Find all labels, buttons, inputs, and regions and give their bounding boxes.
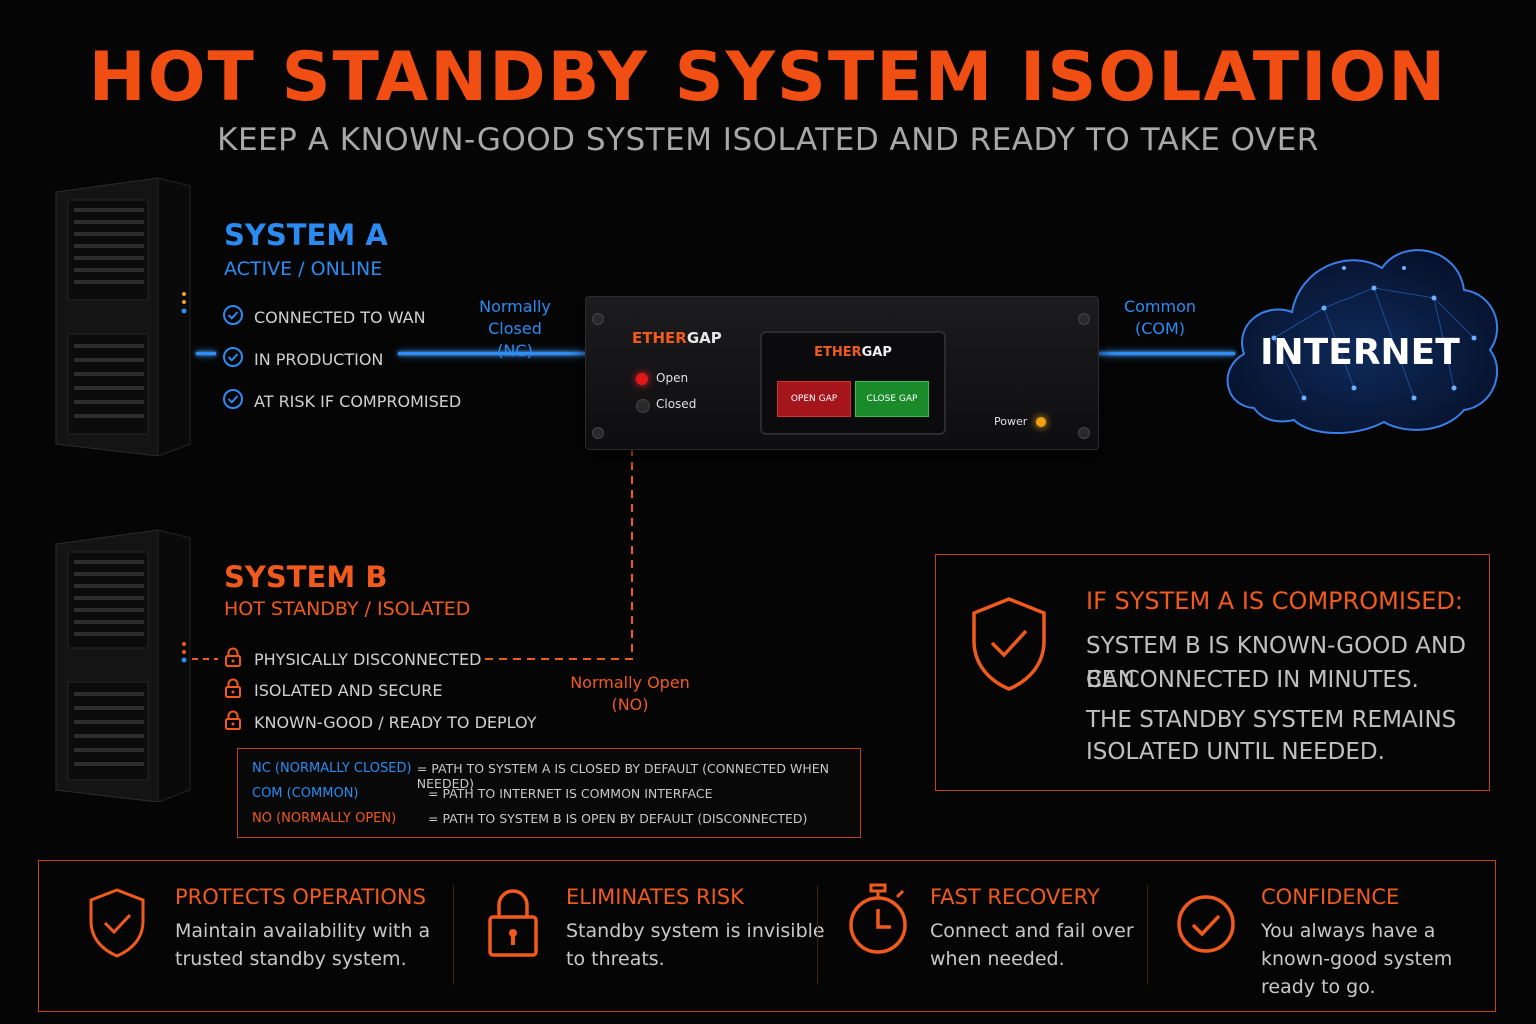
system-a-item: CONNECTED TO WAN — [222, 304, 426, 330]
feature-text: You always have a — [1261, 920, 1436, 942]
feature-text: ready to go. — [1261, 976, 1376, 998]
internet-cloud-icon: INTERNET — [1214, 228, 1506, 442]
feature-text: when needed. — [930, 948, 1065, 970]
no-port-label: Normally Open (NO) — [560, 672, 700, 716]
open-led-label: Open — [656, 371, 689, 385]
nc-label: Normally Closed — [479, 297, 551, 338]
info-text-3: THE STANDBY SYSTEM REMAINS — [1086, 707, 1457, 733]
system-b-item-label: ISOLATED AND SECURE — [254, 680, 443, 700]
system-a-connection-line — [196, 352, 216, 355]
system-a-item: AT RISK IF COMPROMISED — [222, 388, 461, 414]
padlock-icon — [485, 885, 541, 963]
system-b-name: SYSTEM B — [224, 560, 388, 594]
info-title: IF SYSTEM A IS COMPROMISED: — [1086, 587, 1463, 615]
nc-connection-line — [398, 352, 586, 355]
shield-check-icon — [87, 887, 147, 963]
check-circle-icon — [222, 304, 244, 330]
legend-key: COM (COMMON) — [252, 786, 359, 801]
stopwatch-icon — [845, 883, 911, 961]
nc-abbr: (NC) — [497, 341, 533, 360]
rack-screw — [592, 427, 604, 439]
no-label: Normally Open — [570, 673, 690, 692]
ethergap-device: ETHERGAP Open Closed ETHERGAP OPEN GAP C… — [585, 296, 1099, 450]
feature-divider — [1147, 885, 1148, 985]
com-connection-line — [1097, 352, 1235, 355]
legend-row: NC (NORMALLY CLOSED) = PATH TO SYSTEM A … — [252, 761, 860, 791]
internet-label: INTERNET — [1260, 332, 1460, 373]
open-gap-button[interactable]: OPEN GAP — [777, 381, 851, 417]
features-panel: PROTECTS OPERATIONS Maintain availabilit… — [38, 860, 1496, 1012]
no-connection-line — [192, 448, 633, 660]
no-abbr: (NO) — [611, 695, 649, 714]
legend-row: NO (NORMALLY OPEN) = PATH TO SYSTEM B IS… — [252, 811, 807, 826]
system-b-item: PHYSICALLY DISCONNECTED — [222, 646, 481, 672]
device-brand-part-a: ETHER — [632, 329, 687, 347]
feature-title: FAST RECOVERY — [930, 885, 1100, 909]
nc-port-label: Normally Closed (NC) — [450, 296, 580, 362]
legend-value: = PATH TO INTERNET IS COMMON INTERFACE — [428, 786, 713, 801]
feature-text: Standby system is invisible — [566, 920, 825, 942]
system-a-status: ACTIVE / ONLINE — [224, 258, 383, 280]
padlock-icon — [222, 646, 244, 672]
system-a-item: IN PRODUCTION — [222, 346, 383, 372]
system-a-item-label: CONNECTED TO WAN — [254, 307, 426, 327]
info-text-4: ISOLATED UNTIL NEEDED. — [1086, 739, 1385, 765]
closed-led-icon — [636, 399, 650, 413]
port-legend: NC (NORMALLY CLOSED) = PATH TO SYSTEM A … — [237, 748, 861, 838]
system-b-item: KNOWN-GOOD / READY TO DEPLOY — [222, 709, 537, 735]
rack-screw — [1078, 427, 1090, 439]
feature-text: to threats. — [566, 948, 665, 970]
legend-value: = PATH TO SYSTEM A IS CLOSED BY DEFAULT … — [416, 761, 829, 791]
screen-brand: ETHERGAP — [762, 345, 944, 360]
system-a-item-label: AT RISK IF COMPROMISED — [254, 391, 462, 411]
page-title: HOT STANDBY SYSTEM ISOLATION — [88, 38, 1448, 117]
feature-text: Connect and fail over — [930, 920, 1134, 942]
closed-led-label: Closed — [656, 397, 697, 411]
power-led-icon — [1036, 417, 1046, 427]
info-text-2: BE CONNECTED IN MINUTES. — [1086, 667, 1419, 693]
info-text-1: SYSTEM B IS KNOWN-GOOD AND CAN — [1086, 633, 1466, 693]
compromise-info-box: IF SYSTEM A IS COMPROMISED: SYSTEM B IS … — [935, 554, 1490, 791]
padlock-icon — [222, 709, 244, 735]
com-port-label: Common (COM) — [1110, 296, 1210, 340]
device-brand: ETHERGAP — [632, 329, 722, 347]
feature-divider — [453, 885, 454, 985]
legend-value: = PATH TO SYSTEM B IS OPEN BY DEFAULT (D… — [428, 811, 808, 826]
check-circle-icon — [1175, 893, 1237, 959]
rack-screw — [1078, 313, 1090, 325]
close-gap-button[interactable]: CLOSE GAP — [855, 381, 929, 417]
feature-divider — [817, 885, 818, 985]
open-led-icon — [636, 373, 648, 385]
com-abbr: (COM) — [1134, 319, 1186, 338]
screen-brand-part-a: ETHER — [814, 345, 862, 360]
shield-check-icon — [968, 595, 1050, 697]
power-label: Power — [994, 415, 1028, 428]
screen-brand-part-b: GAP — [861, 345, 892, 360]
com-label: Common — [1123, 297, 1197, 316]
device-brand-part-b: GAP — [686, 329, 722, 347]
check-circle-icon — [222, 388, 244, 414]
system-b-item-label: KNOWN-GOOD / READY TO DEPLOY — [254, 712, 537, 732]
system-a-server-icon — [48, 174, 198, 457]
feature-text: known-good system — [1261, 948, 1453, 970]
page-subtitle: KEEP A KNOWN-GOOD SYSTEM ISOLATED AND RE… — [217, 122, 1319, 158]
system-b-status: HOT STANDBY / ISOLATED — [224, 598, 471, 620]
feature-text: Maintain availability with a — [175, 920, 431, 942]
padlock-icon — [222, 677, 244, 703]
system-a-name: SYSTEM A — [224, 218, 388, 252]
feature-title: PROTECTS OPERATIONS — [175, 885, 426, 909]
rack-screw — [592, 313, 604, 325]
system-a-item-label: IN PRODUCTION — [254, 349, 384, 369]
check-circle-icon — [222, 346, 244, 372]
legend-row: COM (COMMON) = PATH TO INTERNET IS COMMO… — [252, 786, 713, 801]
legend-key: NC (NORMALLY CLOSED) — [252, 761, 412, 776]
system-b-item-label: PHYSICALLY DISCONNECTED — [254, 649, 482, 669]
feature-title: CONFIDENCE — [1261, 885, 1400, 909]
device-touchscreen: ETHERGAP OPEN GAP CLOSE GAP — [760, 331, 946, 435]
system-b-server-icon — [48, 526, 198, 803]
feature-text: trusted standby system. — [175, 948, 407, 970]
legend-key: NO (NORMALLY OPEN) — [252, 811, 397, 826]
system-b-item: ISOLATED AND SECURE — [222, 677, 442, 703]
feature-title: ELIMINATES RISK — [566, 885, 744, 909]
